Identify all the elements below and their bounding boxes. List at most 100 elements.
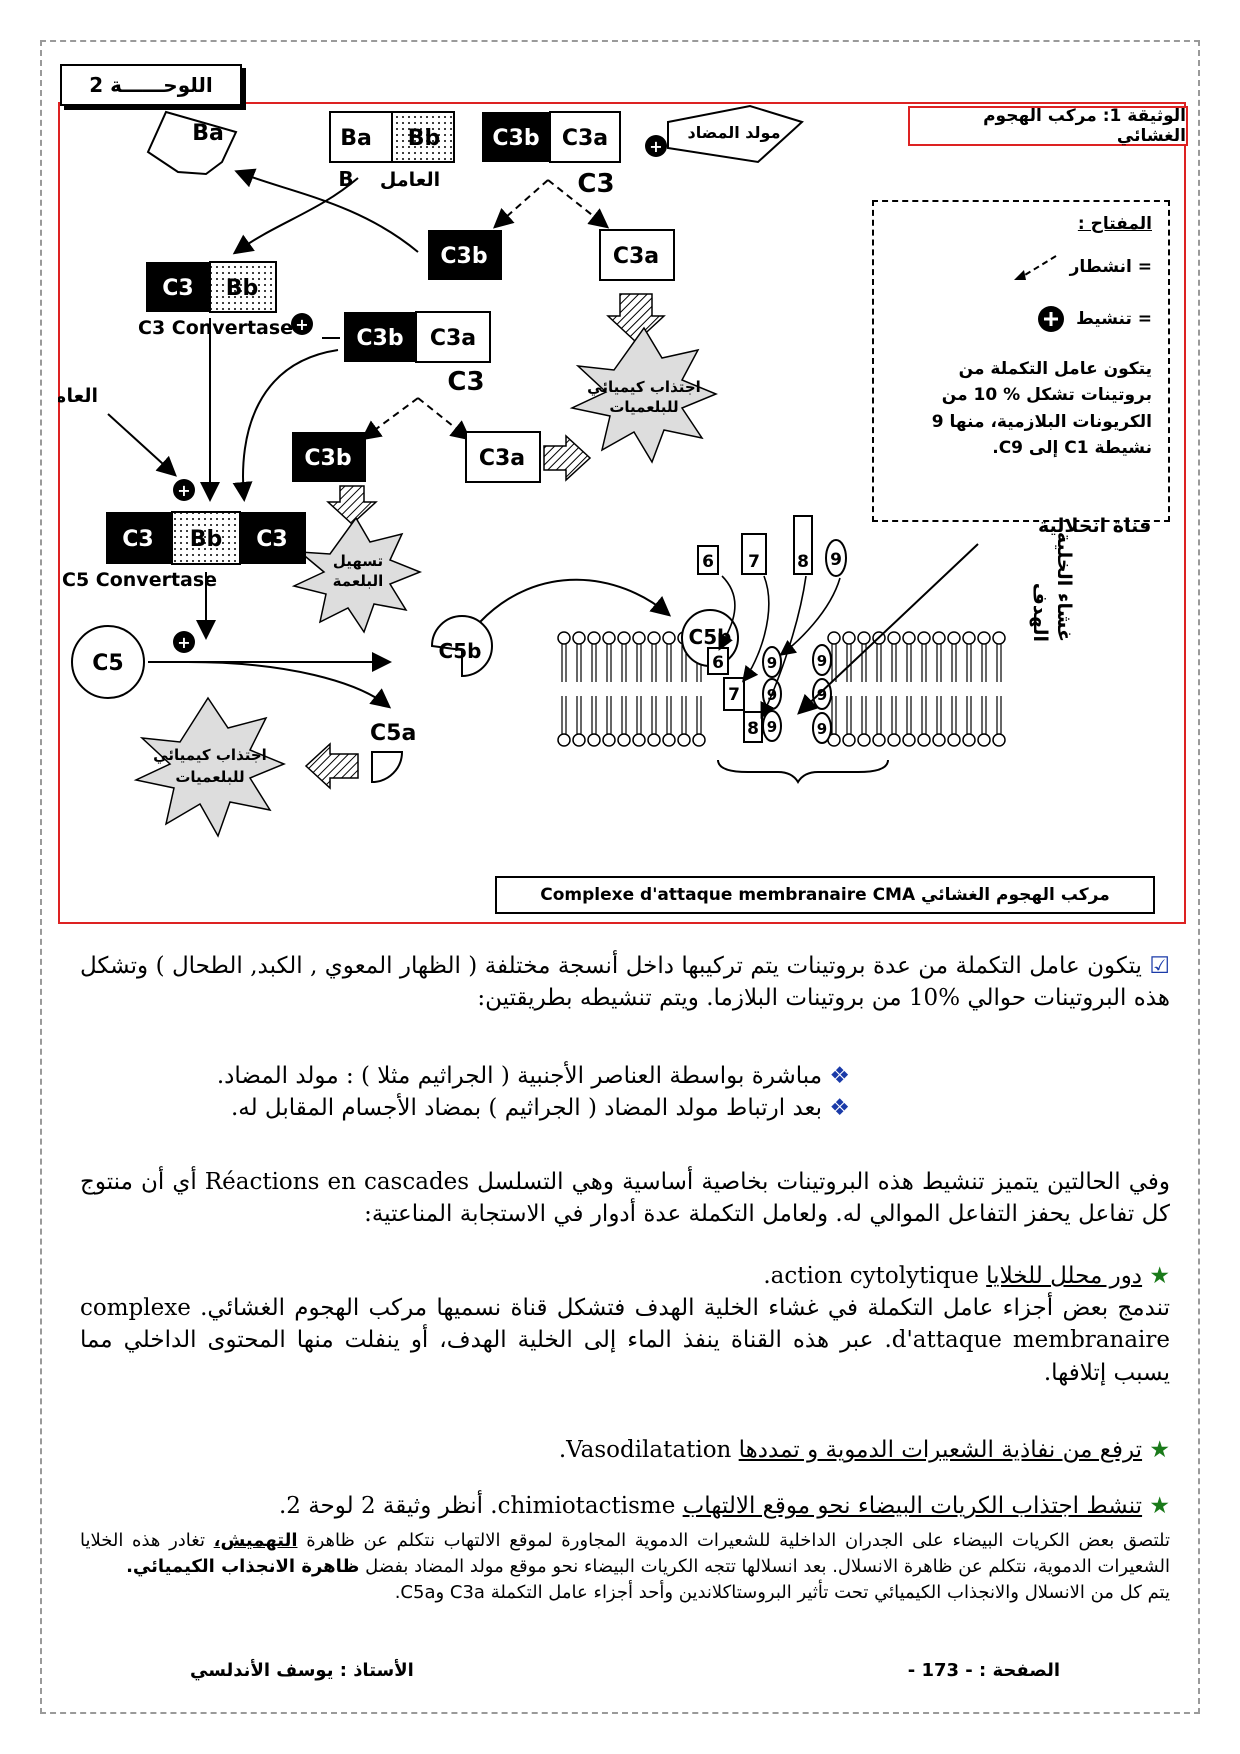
svg-text:اجتذاب كيميائي: اجتذاب كيميائي xyxy=(153,746,267,764)
key-activation-row: = تنشيط xyxy=(890,304,1152,334)
c5b-free xyxy=(430,615,493,678)
complement-diagram: Ba Ba Bb B العامل C3b C3a C3 مولد المضاد… xyxy=(58,104,1151,838)
c5 xyxy=(71,625,145,699)
phospholipid-head xyxy=(572,733,586,747)
phospholipid-head xyxy=(602,733,616,747)
phospholipid-head xyxy=(857,631,871,645)
svg-text:9: 9 xyxy=(817,652,827,670)
svg-text:+: + xyxy=(177,633,190,652)
antigen-label: مولد المضاد xyxy=(688,123,781,142)
phospholipid-head xyxy=(677,733,691,747)
phospholipid-head xyxy=(992,733,1006,747)
phospholipid-head xyxy=(932,733,946,747)
phospholipid-head xyxy=(857,733,871,747)
phospholipid-head xyxy=(617,631,631,645)
c5-convertase-label: C5 Convertase xyxy=(62,569,217,591)
phospholipid-head xyxy=(962,733,976,747)
phospholipid-head xyxy=(692,733,706,747)
c3b-middle xyxy=(428,230,502,280)
phospholipid-head xyxy=(962,631,976,645)
svg-text:اجتذاب كيميائي: اجتذاب كيميائي xyxy=(587,378,701,396)
phospholipid-head xyxy=(587,733,601,747)
phospholipid-head xyxy=(887,733,901,747)
phospholipid-head xyxy=(842,631,856,645)
phospholipid-head xyxy=(557,631,571,645)
activation-bullets: ❖ مباشرة بواسطة العناصر الأجنبية ( الجرا… xyxy=(216,1063,850,1122)
dashed-arrow-icon xyxy=(1013,255,1057,280)
svg-text:C5: C5 xyxy=(92,651,123,676)
svg-text:C3: C3 xyxy=(256,527,287,552)
target-membrane xyxy=(557,631,1006,747)
figure-frame xyxy=(58,102,1186,924)
svg-text:9: 9 xyxy=(817,686,827,704)
svg-text:C3b: C3b xyxy=(356,326,403,351)
svg-text:+: + xyxy=(295,315,308,334)
svg-text:7: 7 xyxy=(748,552,760,572)
c3-top: C3b C3a C3 xyxy=(482,111,621,199)
phospholipid-head xyxy=(947,733,961,747)
membrane-label-1: غشاء الخلية xyxy=(1053,532,1075,642)
phospholipid-head xyxy=(932,631,946,645)
factor-b-label: العامل xyxy=(380,169,440,191)
page-border xyxy=(40,40,1200,1714)
c5-convertase: C3 Bb C3 C5 Convertase xyxy=(62,511,306,591)
factor-b: Ba Bb B العامل xyxy=(329,111,455,191)
phospholipid-head xyxy=(902,631,916,645)
c3-convertase-label: C3 Convertase xyxy=(138,317,293,339)
c3b-top-label: C3b xyxy=(492,126,539,151)
chemotaxis-burst-1: اجتذاب كيميائي للبلعميات xyxy=(569,326,718,464)
phospholipid-head xyxy=(587,631,601,645)
mac-components: 6 7 8 9 xyxy=(697,515,847,577)
star-bullet-icon: ★ xyxy=(1149,1493,1170,1519)
intro-paragraph: ☑ يتكون عامل التكملة من عدة بروتينات يتم… xyxy=(80,953,1171,1012)
star-bullet-icon: ★ xyxy=(1149,1437,1170,1463)
star-bullet-icon: ★ xyxy=(1149,1263,1170,1289)
page-number: الصفحة : - 173 - xyxy=(907,1660,1060,1681)
phospholipid-head xyxy=(602,631,616,645)
phospholipid-head xyxy=(632,631,646,645)
svg-text:للبلعميات: للبلعميات xyxy=(175,768,244,786)
phospholipid-head xyxy=(902,733,916,747)
svg-text:C3a: C3a xyxy=(613,244,659,269)
phospholipid-head xyxy=(647,733,661,747)
c3a-top-label: C3a xyxy=(562,126,608,151)
cascade-paragraph: وفي الحالتين يتميز تنشيط هذه البروتينات … xyxy=(80,1169,1170,1228)
factor-b-bb-label: Bb xyxy=(408,126,441,151)
phospholipid-head xyxy=(872,733,886,747)
activation-text: = تنشيط xyxy=(1076,309,1152,329)
cma-caption: مركب الهجوم الغشائي Complexe d'attaque m… xyxy=(495,876,1155,914)
phospholipid-head xyxy=(647,631,661,645)
role-cytolytic: ★ دور محلل للخلايا action cytolytique. ت… xyxy=(80,1263,1171,1386)
svg-text:C3: C3 xyxy=(162,276,193,301)
ba-fragment: Ba xyxy=(146,110,238,176)
key-box: المفتاح : = انشطار = تنشيط يتكون عامل ال… xyxy=(872,200,1170,522)
svg-text:C3a: C3a xyxy=(479,446,525,471)
chemotaxis-burst-2: اجتذاب كيميائي للبلعميات xyxy=(133,696,286,838)
c3a-middle xyxy=(599,229,675,281)
phospholipid-head xyxy=(917,733,931,747)
svg-text:Bb: Bb xyxy=(226,276,259,301)
svg-text:9: 9 xyxy=(830,550,842,570)
phospholipid-head xyxy=(617,733,631,747)
plate-label: اللوحــــــة 2 xyxy=(60,64,242,106)
phospholipid-head xyxy=(992,631,1006,645)
c5a-label: C5a xyxy=(370,721,416,746)
c3-second: C3b C3a C3 xyxy=(344,311,491,397)
svg-text:تسهيل: تسهيل xyxy=(333,552,383,570)
phospholipid-head xyxy=(917,631,931,645)
svg-text:8: 8 xyxy=(747,719,759,739)
document-title: الوثيقة 1: مركب الهجوم الغشائي xyxy=(908,106,1188,146)
svg-text:6: 6 xyxy=(702,552,714,572)
activation-icon xyxy=(645,135,667,157)
svg-text:6: 6 xyxy=(712,653,724,673)
svg-text:Bb: Bb xyxy=(190,527,223,552)
phospholipid-head xyxy=(977,733,991,747)
key-description: يتكون عامل التكملة من بروتينات تشكل % 10… xyxy=(931,359,1152,459)
phospholipid-head xyxy=(557,733,571,747)
svg-text:7: 7 xyxy=(728,685,740,705)
plus-circle-icon xyxy=(1038,306,1065,332)
c3-convertase: C3 Bb C3 Convertase xyxy=(138,261,293,339)
membrane-label-2: الهدف xyxy=(1029,583,1051,642)
mac-pore: 6 7 8 9 9 9 9 9 9 xyxy=(707,644,832,744)
svg-text:+: + xyxy=(649,137,662,156)
